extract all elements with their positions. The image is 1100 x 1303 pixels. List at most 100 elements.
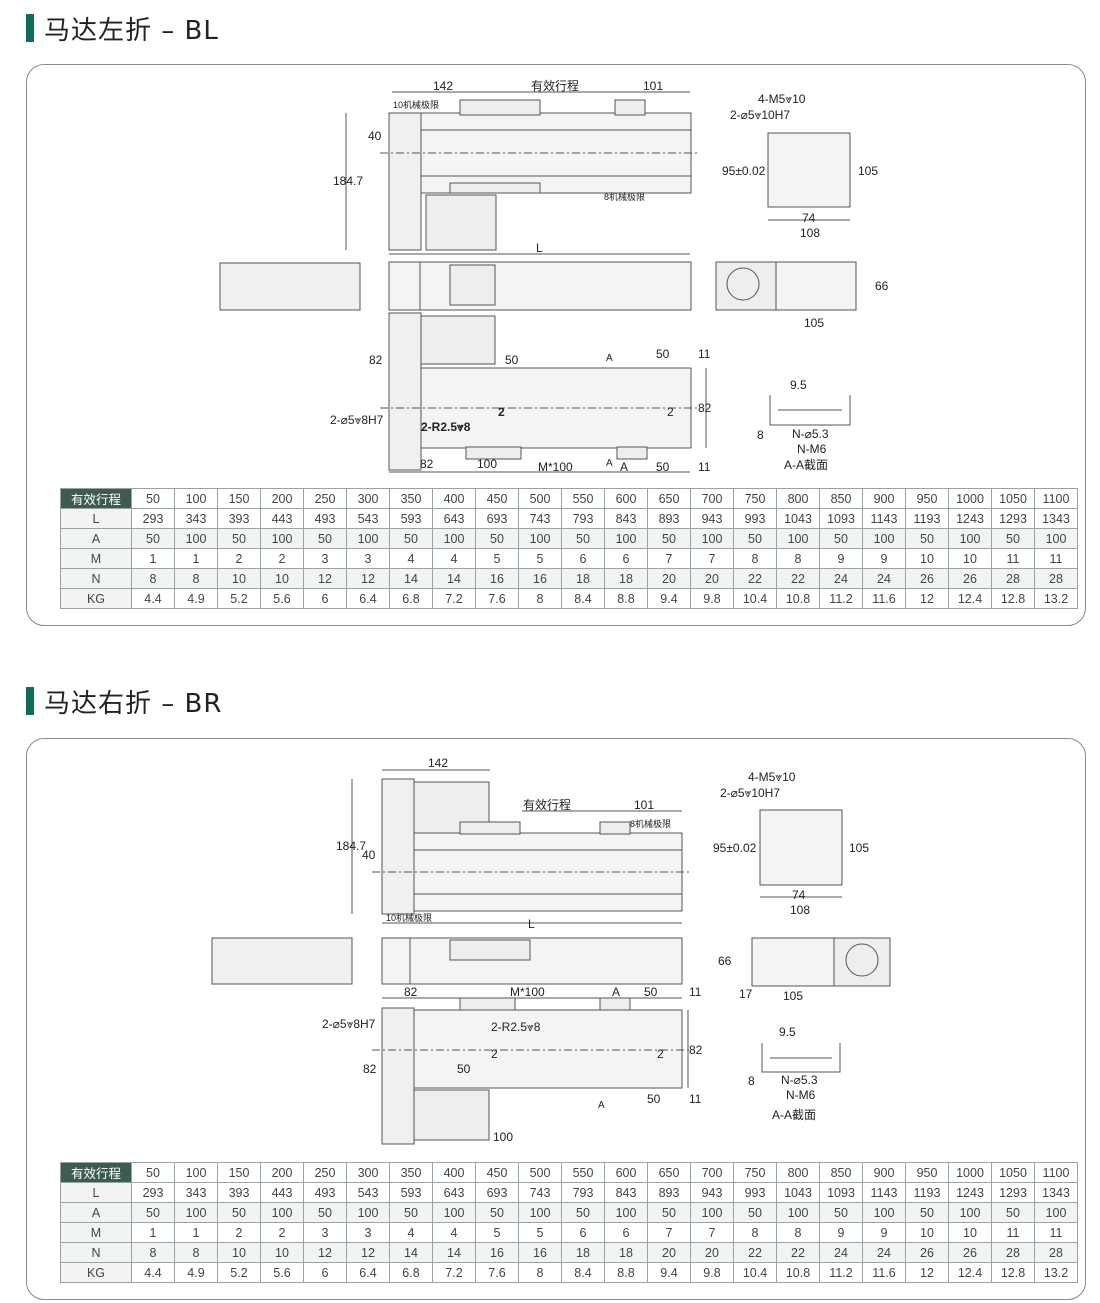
table-cell: 6.4 [346, 588, 390, 609]
bottom-11a: 11 [689, 985, 702, 999]
table-cell: 26 [905, 1242, 949, 1263]
table-cell: 3 [303, 548, 347, 569]
table-cell: 8 [174, 1242, 218, 1263]
table-cell: 1043 [776, 1182, 820, 1203]
sec-nm6: N-M6 [786, 1088, 816, 1102]
table-cell: 11.2 [819, 588, 863, 609]
table-cell: 6 [303, 588, 347, 609]
table-cell: 8 [131, 568, 175, 589]
dim-142: 142 [433, 79, 453, 93]
table-cell: 1143 [862, 508, 906, 529]
flange-pins: 2-⌀5⩔10H7 [720, 786, 780, 800]
table-cell: 100 [1034, 1202, 1078, 1223]
table-cell: 50 [131, 1202, 175, 1223]
table-cell: 1100 [1034, 488, 1078, 509]
table-cell: 7.6 [475, 588, 519, 609]
table-cell: 1093 [819, 508, 863, 529]
table-cell: 393 [217, 1182, 261, 1203]
table-cell: 100 [776, 1202, 820, 1223]
table-cell: 16 [475, 568, 519, 589]
table-cell: 100 [948, 1202, 992, 1223]
table-cell: 50 [647, 1202, 691, 1223]
table-cell: 9.8 [690, 588, 734, 609]
table-cell: 12 [346, 568, 390, 589]
section-title-text: 马达右折 – BR [44, 688, 223, 719]
table-cell: 28 [991, 1242, 1035, 1263]
table-cell: 300 [346, 1162, 390, 1183]
table-cell: 743 [518, 508, 562, 529]
bottom-82b: 82 [698, 401, 712, 415]
table-cell: 300 [346, 488, 390, 509]
table-cell: 18 [604, 1242, 648, 1263]
bottom-11b: 11 [689, 1092, 702, 1106]
table-cell: 8 [776, 548, 820, 569]
table-cell: 24 [862, 1242, 906, 1263]
title-accent-bar [26, 14, 34, 42]
table-cell: 1 [174, 1222, 218, 1243]
table-cell: 500 [518, 1162, 562, 1183]
table-cell: 493 [303, 1182, 347, 1203]
bottom-100: 100 [477, 457, 497, 471]
table-cell: 6 [561, 548, 605, 569]
table-cell: 16 [518, 1242, 562, 1263]
table-cell: 5.2 [217, 1262, 261, 1283]
table-cell: 10 [217, 1242, 261, 1263]
table-cell: 900 [862, 1162, 906, 1183]
table-cell: 500 [518, 488, 562, 509]
table-cell: 6.4 [346, 1262, 390, 1283]
bottom-pin: 2-⌀5⩔8H7 [330, 413, 384, 427]
dim-101: 101 [643, 79, 663, 93]
table-cell: 293 [131, 508, 175, 529]
table-cell: 1100 [1034, 1162, 1078, 1183]
bottom-A2: A [598, 1100, 605, 1111]
table-cell: 700 [690, 1162, 734, 1183]
table-cell: 5 [518, 1222, 562, 1243]
table-cell: 9 [862, 548, 906, 569]
table-cell: 26 [948, 568, 992, 589]
dim-40: 40 [368, 129, 382, 143]
table-cell: 100 [432, 528, 476, 549]
bottom-50a: 50 [505, 353, 519, 367]
table-cell: 200 [260, 488, 304, 509]
table-cell: 22 [733, 568, 777, 589]
dim-stroke: 有效行程 [523, 797, 571, 812]
dim-limit10: 10机械极限 [386, 912, 432, 923]
table-cell: 100 [260, 1202, 304, 1223]
bottom-two2: 2 [657, 1047, 664, 1061]
table-cell: 550 [561, 1162, 605, 1183]
table-cell: 443 [260, 1182, 304, 1203]
table-cell: 950 [905, 488, 949, 509]
bottom-100: 100 [493, 1130, 513, 1144]
table-cell: 600 [604, 1162, 648, 1183]
table-cell: 643 [432, 508, 476, 529]
bottom-82c: 82 [420, 457, 434, 471]
table-cell: 22 [776, 568, 820, 589]
table-cell: 843 [604, 508, 648, 529]
table-cell: 893 [647, 1182, 691, 1203]
table-cell: 100 [948, 528, 992, 549]
flange-74: 74 [802, 211, 816, 225]
table-cell: 10.4 [733, 588, 777, 609]
sec-n53: N-⌀5.3 [792, 427, 829, 441]
table-cell: 10.8 [776, 1262, 820, 1283]
table-cell: 1293 [991, 508, 1035, 529]
table-cell: 1000 [948, 1162, 992, 1183]
table-cell: 10.8 [776, 588, 820, 609]
dim-142: 142 [428, 756, 448, 770]
table-cell: 100 [174, 1162, 218, 1183]
table-cell: 350 [389, 1162, 433, 1183]
table-cell: 8 [776, 1222, 820, 1243]
table-cell: 100 [690, 1202, 734, 1223]
table-cell: 100 [260, 528, 304, 549]
table-cell: 100 [432, 1202, 476, 1223]
section-title-text: 马达左折 – BL [44, 15, 219, 46]
table-cell: 100 [346, 528, 390, 549]
table-cell: 100 [174, 1202, 218, 1223]
sec-9.5: 9.5 [790, 378, 807, 392]
table-cell: 843 [604, 1182, 648, 1203]
bottom-A1: A [606, 353, 613, 364]
